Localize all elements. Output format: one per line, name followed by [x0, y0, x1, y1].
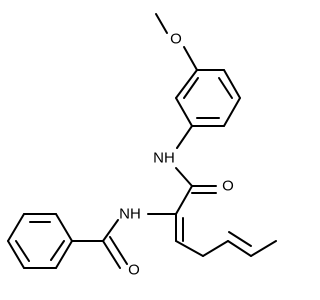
bond-diene-4 [250, 240, 277, 257]
bond-diene-3-double [228, 231, 252, 247]
bond-o-aryl [183, 46, 198, 71]
bond-diene-3 [227, 240, 252, 257]
bond-ring-top-3 [223, 97, 241, 127]
bond-ring-bottom-4 [7, 240, 25, 269]
bond-methyl-o [155, 13, 168, 34]
bond-ring-bottom-1 [55, 213, 73, 242]
molecule-diagram: O NH O NH O [7, 13, 277, 279]
methoxy-oxygen-label: O [170, 31, 182, 48]
bond-benzoyl-o-2 [109, 236, 128, 265]
bond-ring-bottom-inner-3 [50, 240, 65, 261]
bond-ring-top-6 [175, 69, 198, 99]
bond-carbonyl-alpha [175, 185, 193, 215]
bond-ring-top-5 [175, 97, 193, 127]
amide-oxygen-label: O [222, 178, 234, 195]
bond-nh-carbonyl [175, 167, 193, 187]
bond-ring-bottom-inner-2 [15, 240, 30, 262]
bond-benzoyl-o-1 [102, 240, 121, 269]
bond-ring-bottom-3 [7, 213, 25, 242]
structure-canvas: O NH O NH O [7, 13, 277, 279]
bond-diene-1 [175, 240, 204, 257]
bond-diene-2 [202, 240, 229, 257]
benzoyl-oxygen-label: O [128, 262, 140, 279]
anilide-nh-label: NH [153, 150, 175, 167]
bond-aryl-nh [176, 125, 193, 149]
bond-ring-bottom-6 [55, 240, 73, 269]
bond-ring-top-inner-3 [183, 77, 199, 99]
bond-ring-top-inner-1 [218, 77, 233, 99]
benzamide-nh-label: NH [119, 206, 141, 223]
bond-ring-top-2 [223, 69, 241, 99]
bond-nh-benzoyl [102, 219, 119, 242]
